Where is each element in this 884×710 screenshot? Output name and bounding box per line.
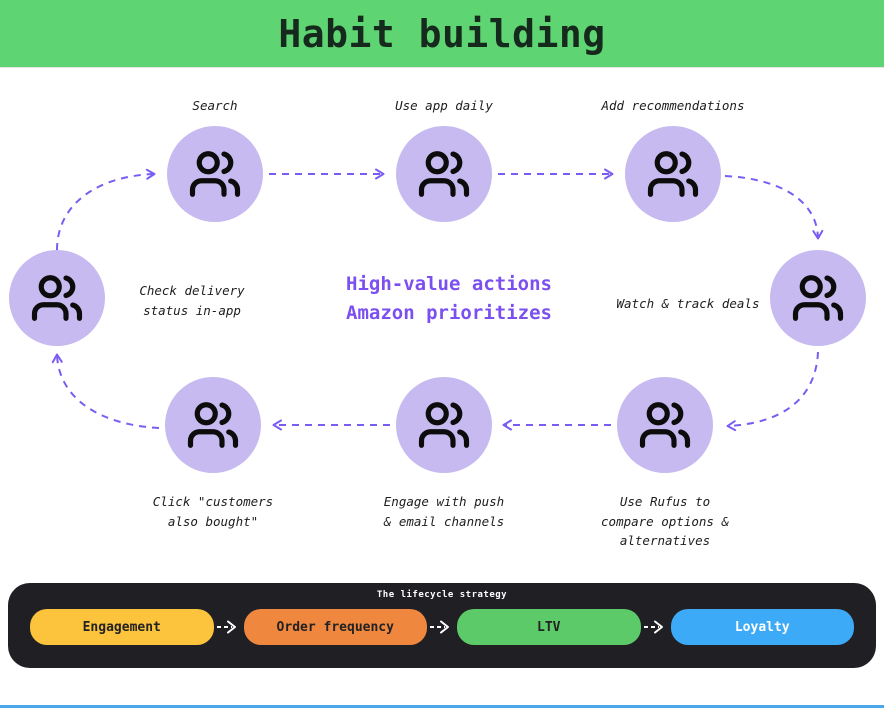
stage-order-frequency: Order frequency bbox=[243, 609, 427, 645]
stage-loyalty: Loyalty bbox=[670, 609, 854, 645]
arrow-left-to-search bbox=[56, 168, 156, 251]
node-add-recommendations bbox=[625, 126, 721, 222]
stage-engagement: Engagement bbox=[30, 609, 214, 645]
users-icon bbox=[639, 402, 691, 448]
node-check-delivery bbox=[9, 250, 105, 346]
label-use-app-daily: Use app daily bbox=[395, 98, 493, 113]
node-click-customers bbox=[165, 377, 261, 473]
dashed-arrow-icon bbox=[643, 620, 663, 634]
node-use-app-daily bbox=[396, 126, 492, 222]
users-icon bbox=[31, 275, 83, 321]
dashed-arrow-icon bbox=[216, 620, 236, 634]
label-add-recommendations: Add recommendations bbox=[601, 98, 745, 113]
header-banner: Habit building bbox=[0, 0, 884, 68]
cycle-arrows bbox=[51, 168, 824, 432]
users-icon bbox=[418, 151, 470, 197]
stage-arrow-icon bbox=[214, 620, 244, 634]
label-use-rufus: Use Rufus to compare options & alternati… bbox=[601, 494, 729, 548]
users-icon bbox=[189, 151, 241, 197]
node-search bbox=[167, 126, 263, 222]
stage-arrow-icon bbox=[641, 620, 671, 634]
users-icon bbox=[187, 402, 239, 448]
arrow-watch-to-rufus bbox=[726, 351, 819, 432]
label-engage-push-email: Engage with push & email channels bbox=[383, 494, 505, 529]
arrow-addrec-to-watch bbox=[724, 175, 824, 240]
label-search: Search bbox=[192, 98, 238, 113]
node-engage-push-email bbox=[396, 377, 492, 473]
node-use-rufus bbox=[617, 377, 713, 473]
lifecycle-panel: The lifecycle strategy Engagement Order … bbox=[8, 583, 876, 668]
users-icon bbox=[647, 151, 699, 197]
dashed-arrow-icon bbox=[430, 620, 449, 634]
stage-ltv: LTV bbox=[457, 609, 641, 645]
node-watch-track-deals bbox=[770, 250, 866, 346]
arrow-click-to-left bbox=[51, 353, 160, 429]
page-title: Habit building bbox=[278, 11, 606, 56]
lifecycle-title: The lifecycle strategy bbox=[376, 590, 508, 600]
stage-arrow-icon bbox=[427, 620, 457, 634]
lifecycle-stages: Engagement Order frequency LTV Loyalty bbox=[30, 609, 854, 645]
label-watch-track-deals: Watch & track deals bbox=[616, 296, 760, 311]
center-caption: High-value actions Amazon prioritizes bbox=[346, 273, 552, 324]
habit-cycle-diagram: Search Use app daily Add recommendations… bbox=[9, 98, 866, 548]
label-click-customers: Click "customers also bought" bbox=[152, 494, 274, 529]
label-check-delivery: Check delivery status in-app bbox=[139, 283, 245, 318]
users-icon bbox=[418, 402, 470, 448]
users-icon bbox=[792, 275, 844, 321]
bottom-accent-line bbox=[0, 705, 884, 708]
